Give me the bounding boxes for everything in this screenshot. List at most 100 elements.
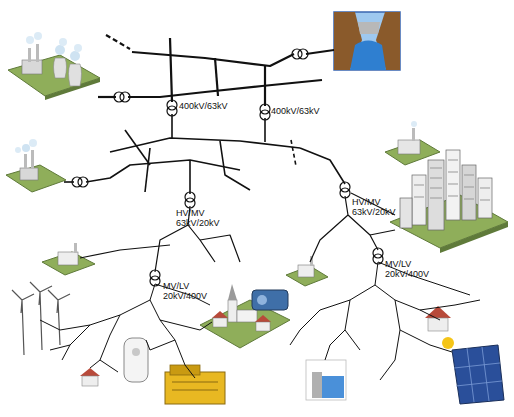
wind-turbine — [30, 282, 52, 350]
lv-line — [420, 300, 480, 310]
transformer-symbol — [185, 198, 195, 208]
lv-line — [325, 300, 350, 360]
hv-line — [98, 96, 116, 98]
lv-line — [400, 330, 452, 352]
power-plant — [28, 48, 31, 62]
mv-line — [310, 215, 348, 262]
wind-turbine — [12, 290, 34, 355]
mv-line — [64, 114, 345, 194]
power-plant — [29, 139, 37, 147]
transformer-symbol — [185, 192, 195, 208]
mv-line — [291, 140, 296, 166]
hv-line — [170, 38, 172, 102]
lv-line — [146, 340, 175, 350]
power-plant — [31, 150, 34, 169]
mv-line — [155, 225, 188, 272]
solar-panel — [452, 345, 504, 404]
hydro-dam — [350, 41, 386, 71]
hv-line — [98, 35, 334, 106]
city — [414, 160, 490, 200]
village — [256, 322, 270, 331]
hydro-dam — [334, 12, 400, 70]
factory — [412, 128, 415, 141]
voltage-label: MV/LV 20kV/400V — [385, 259, 435, 279]
factory — [286, 256, 328, 286]
hydro-dam — [334, 12, 400, 70]
transformer-symbol — [120, 92, 130, 102]
power-plant — [20, 168, 38, 180]
transformer-symbol — [72, 177, 82, 187]
power-plant — [74, 44, 82, 52]
power-plant — [36, 44, 39, 62]
transformer-symbol — [292, 49, 302, 59]
generator — [172, 382, 218, 390]
village — [228, 300, 237, 322]
city — [478, 178, 492, 218]
mv-line — [86, 160, 240, 182]
city — [440, 222, 508, 253]
power-plant — [55, 45, 65, 55]
factory — [74, 243, 77, 253]
mv-line — [264, 118, 266, 142]
transformer-symbol — [72, 177, 88, 187]
city — [428, 160, 444, 230]
lv-line — [90, 315, 120, 368]
village — [228, 284, 237, 300]
mv-line — [200, 235, 240, 262]
transformer-symbol — [167, 100, 177, 110]
mv-line — [300, 148, 345, 184]
transformer-symbol — [260, 110, 270, 120]
lv-line — [380, 300, 400, 380]
power-plant — [69, 64, 82, 86]
solar-panel — [454, 347, 502, 402]
small-hydro — [306, 360, 346, 400]
transformer-symbol — [373, 254, 383, 264]
mv-line — [80, 193, 395, 272]
house — [80, 368, 100, 376]
mv-line — [220, 141, 250, 190]
generator — [165, 365, 225, 404]
lv-line — [160, 320, 212, 330]
factory — [286, 266, 328, 286]
generator — [165, 372, 225, 404]
factory — [58, 252, 78, 265]
transformer-symbol — [292, 49, 308, 59]
hv-line — [106, 35, 130, 49]
power-plant — [26, 36, 34, 44]
house — [428, 318, 448, 331]
water-heater — [132, 348, 140, 356]
power-plant — [54, 58, 67, 78]
hv-line — [132, 52, 294, 66]
power-plant — [70, 51, 80, 61]
power-plant — [8, 32, 100, 100]
wind-turbine — [12, 282, 70, 355]
small-hydro — [312, 372, 322, 398]
factory — [42, 243, 95, 275]
power-plant — [59, 38, 67, 46]
generator — [170, 365, 200, 375]
power-plant — [34, 32, 42, 40]
wind-turbine — [48, 290, 70, 345]
voltage-label: 400kV/63kV — [271, 106, 341, 116]
lv-line — [375, 285, 440, 320]
transformer-symbol — [167, 106, 177, 116]
voltage-label: HV/MV 63kV/20kV — [352, 197, 402, 217]
voltage-label: MV/LV 20kV/400V — [163, 281, 213, 301]
mv-line — [171, 114, 173, 138]
mv-line — [145, 148, 150, 192]
lv-line — [50, 325, 90, 360]
small-hydro — [322, 376, 344, 398]
house — [80, 368, 100, 386]
voltage-label: HV/MV 63kV/20kV — [176, 208, 226, 228]
village — [200, 284, 290, 348]
motor — [252, 290, 288, 310]
transformer-symbol — [373, 248, 383, 258]
water-heater — [124, 338, 148, 382]
factory — [411, 121, 417, 127]
transformer-symbol — [340, 182, 350, 192]
transformer-symbol — [150, 270, 160, 286]
transformer-symbol — [185, 192, 195, 202]
transformer-symbol — [78, 177, 88, 187]
solar-panel — [442, 337, 504, 404]
